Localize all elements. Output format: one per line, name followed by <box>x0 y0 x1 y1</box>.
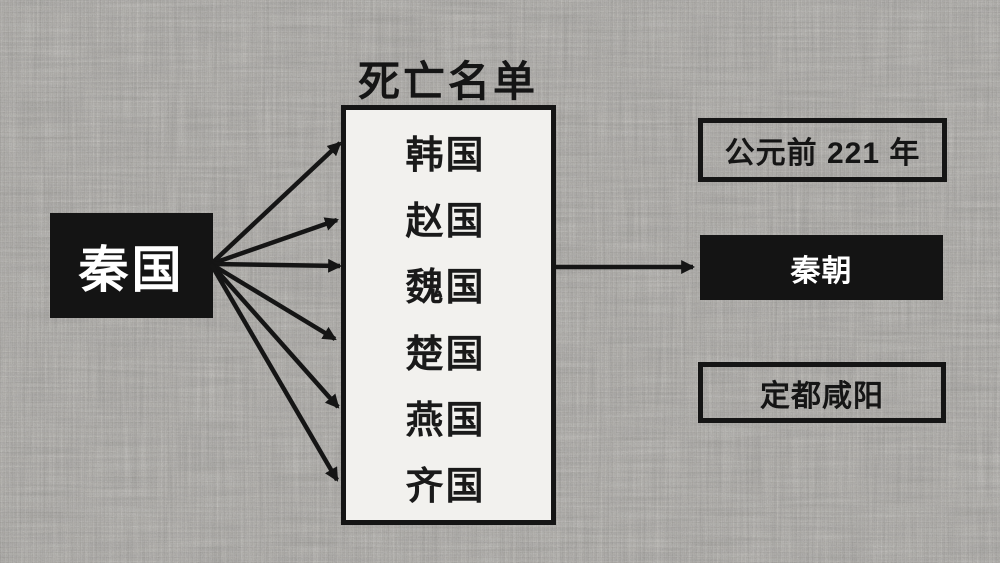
list-item-qi: 齐国 <box>405 466 486 509</box>
qin-dynasty-box: 秦朝 <box>700 235 943 300</box>
qin-state-label: 秦国 <box>78 241 185 298</box>
year-box: 公元前 221 年 <box>698 118 947 182</box>
capital-label: 定都咸阳 <box>760 379 884 413</box>
year-label: 公元前 221 年 <box>724 137 921 170</box>
arrow-qin-state-to-qi <box>209 262 339 482</box>
list-item-yan: 燕国 <box>405 399 486 442</box>
list-item-zhao: 赵国 <box>405 200 486 243</box>
qin-dynasty-label: 秦朝 <box>790 254 853 288</box>
arrow-qin-state-to-han <box>209 141 342 266</box>
list-item-han: 韩国 <box>405 134 486 177</box>
death-list-title: 死亡名单 <box>357 58 538 105</box>
qin-state-node: 秦国 <box>50 213 213 318</box>
arrow-qin-state-to-chu <box>209 262 337 341</box>
list-item-chu: 楚国 <box>405 333 486 376</box>
arrow-qin-state-to-zhao <box>210 217 339 267</box>
capital-box: 定都咸阳 <box>698 362 946 423</box>
arrow-qin-state-to-wei <box>210 258 343 273</box>
list-item-wei: 魏国 <box>405 267 486 310</box>
death-list-box: 韩国 赵国 魏国 楚国 燕国 齐国 <box>341 105 556 525</box>
arrow-qin-state-to-yan <box>209 262 340 409</box>
